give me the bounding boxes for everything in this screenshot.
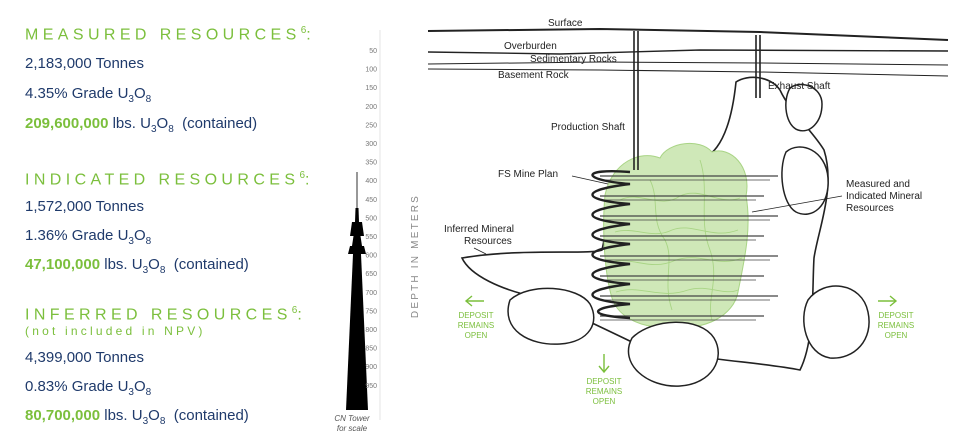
depth-tick-label: 600	[365, 253, 377, 260]
depth-axis: 50 100 150 200 250 300 350 400 450 500 550 600 650 70…	[365, 48, 377, 390]
inferred-heading: INFERRED RESOURCES6:	[25, 305, 307, 324]
inferred-pounds: 80,700,000 lbs. U3O8 (contained)	[25, 407, 249, 427]
cn-tower-caption-1: CN Tower	[334, 414, 370, 423]
mine-levels	[600, 175, 778, 321]
deposit-left-2: REMAINS	[458, 321, 494, 330]
measured-pounds: 209,600,000 lbs. U3O8 (contained)	[25, 115, 258, 135]
inferred-tonnes: 4,399,000 Tonnes	[25, 349, 144, 366]
deposit-bottom-3: OPEN	[593, 397, 616, 406]
inferred-grade: 0.83% Grade U3O8	[25, 378, 152, 398]
indicated-tonnes: 1,572,000 Tonnes	[25, 198, 144, 215]
right-arrow-icon	[878, 295, 898, 307]
deposit-bottom-1: DEPOSIT	[586, 377, 621, 386]
depth-tick-label: 300	[365, 141, 377, 148]
measured-indicated-label-1: Measured and	[846, 179, 910, 190]
depth-tick-label: 950	[365, 383, 377, 390]
depth-axis-label: DEPTH IN METERS	[410, 194, 421, 318]
cn-tower-icon	[346, 172, 368, 410]
deposit-left-1: DEPOSIT	[458, 311, 493, 320]
surface-label: Surface	[548, 18, 583, 29]
depth-tick-label: 500	[365, 215, 377, 222]
cn-tower-caption-2: for scale	[337, 424, 368, 433]
depth-tick-label: 650	[365, 271, 377, 278]
depth-tick-label: 100	[365, 67, 377, 74]
inferred-subheading: (not included in NPV)	[25, 324, 206, 338]
depth-tick-label: 750	[365, 308, 377, 315]
depth-tick-label: 800	[365, 327, 377, 334]
ore-body	[603, 142, 749, 328]
depth-tick-label: 850	[365, 346, 377, 353]
measured-indicated-label-3: Resources	[846, 203, 894, 214]
depth-tick-label: 250	[365, 122, 377, 129]
down-arrow-icon	[598, 354, 610, 374]
production-shaft-label: Production Shaft	[551, 122, 625, 133]
depth-tick-label: 350	[365, 160, 377, 167]
ground-strata	[427, 27, 949, 77]
leader-lines	[473, 175, 843, 255]
ore-texture	[611, 159, 743, 321]
deposit-left-3: OPEN	[465, 331, 488, 340]
measured-heading: MEASURED RESOURCES6:	[25, 25, 316, 44]
spiral-ramp	[591, 170, 631, 320]
deposit-right-2: REMAINS	[878, 321, 914, 330]
sedimentary-label: Sedimentary Rocks	[530, 54, 617, 65]
left-arrow-icon	[464, 295, 484, 307]
boulders	[507, 83, 870, 387]
depth-tick-label: 900	[365, 364, 377, 371]
indicated-pounds: 47,100,000 lbs. U3O8 (contained)	[25, 256, 249, 276]
basement-label: Basement Rock	[498, 70, 570, 81]
depth-tick-label: 450	[365, 197, 377, 204]
inferred-label-2: Resources	[464, 236, 512, 247]
exhaust-shaft-label: Exhaust Shaft	[768, 81, 830, 92]
depth-tick-label: 550	[365, 234, 377, 241]
depth-tick-label: 400	[365, 178, 377, 185]
depth-tick-label: 200	[365, 104, 377, 111]
measured-tonnes: 2,183,000 Tonnes	[25, 55, 144, 72]
measured-grade: 4.35% Grade U3O8	[25, 85, 152, 105]
indicated-grade: 1.36% Grade U3O8	[25, 227, 152, 247]
depth-tick-label: 700	[365, 290, 377, 297]
deposit-bottom-2: REMAINS	[586, 387, 622, 396]
depth-tick-label: 50	[369, 48, 377, 55]
depth-tick-label: 150	[365, 85, 377, 92]
deposit-right-1: DEPOSIT	[878, 311, 913, 320]
fs-mine-plan-label: FS Mine Plan	[498, 169, 558, 180]
inferred-label-1: Inferred Mineral	[444, 224, 514, 235]
overburden-label: Overburden	[504, 41, 557, 52]
indicated-heading: INDICATED RESOURCES6:	[25, 170, 314, 189]
shafts	[633, 31, 761, 170]
measured-indicated-label-2: Indicated Mineral	[846, 191, 922, 202]
deposit-right-3: OPEN	[885, 331, 908, 340]
